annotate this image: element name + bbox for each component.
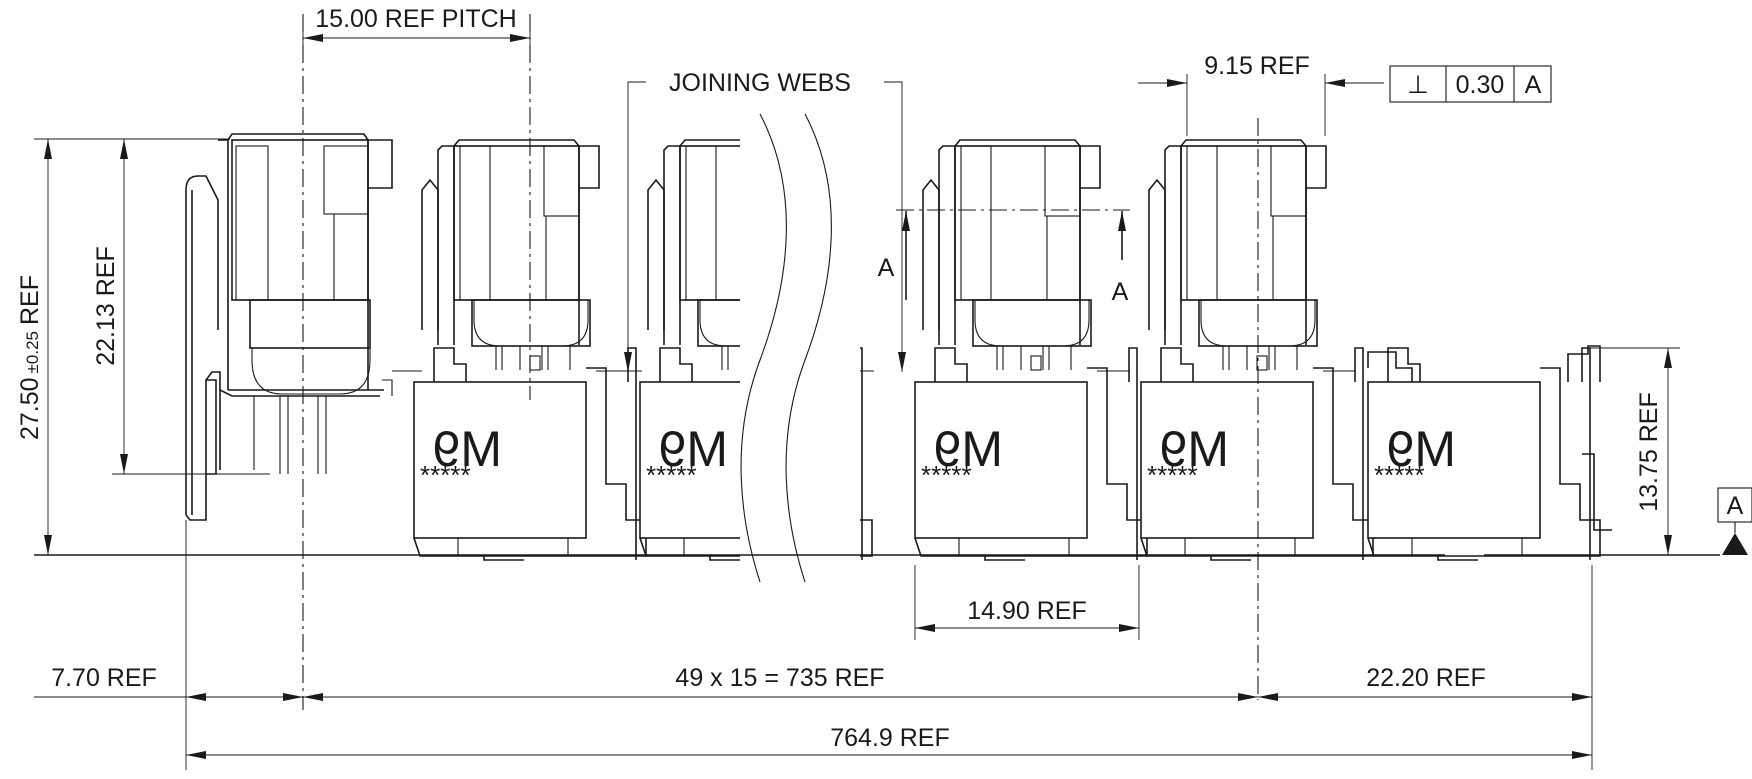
section-a-markers: A A [878, 211, 1129, 306]
dim-height-1375: 13.75 REF [1586, 347, 1680, 555]
dim-width-915: 9.15 REF [1138, 52, 1384, 136]
fcf-symbol: ⊥ [1407, 71, 1429, 99]
fcf-value: 0.30 [1456, 71, 1505, 99]
joining-webs-label: JOINING WEBS [669, 69, 851, 97]
dim-height-2213: 22.13 REF [92, 139, 270, 475]
dim-2220-label: 22.20 REF [1366, 664, 1486, 692]
dim-overall-height: 27.50±0.25REF [16, 138, 230, 555]
dim-770-label: 7.70 REF [51, 664, 157, 692]
datum-a-symbol: A [1717, 487, 1752, 555]
section-a-right-label: A [1112, 278, 1129, 306]
break-lines [740, 108, 860, 586]
datum-a-label: A [1727, 492, 1744, 520]
dim-width-1490: 14.90 REF [915, 597, 1139, 632]
feature-control-frame: ⊥ 0.30 A [1389, 65, 1552, 103]
module-4 [914, 139, 1148, 561]
left-end-module [185, 133, 393, 521]
dim-pitch-label: 15.00 REF PITCH [315, 5, 516, 33]
dim-915-label: 9.15 REF [1204, 52, 1310, 80]
module-5 [1140, 139, 1374, 561]
dim-overall-height-label: 27.50±0.25REF [16, 275, 44, 440]
joining-webs-callout: JOINING WEBS [624, 69, 906, 372]
dim-pitch: 15.00 REF PITCH [302, 5, 531, 60]
center-lines [302, 14, 1259, 710]
dim-pitch-total-label: 49 x 15 = 735 REF [675, 664, 884, 692]
section-a-left-label: A [878, 254, 895, 282]
dim-overall-length-label: 764.9 REF [830, 724, 950, 752]
extension-lines [185, 520, 1593, 770]
dim-2213-label: 22.13 REF [92, 246, 120, 366]
dim-chain: 7.70 REF 49 x 15 = 735 REF 22.20 REF [34, 664, 1592, 701]
dim-overall-length: 764.9 REF [186, 724, 1592, 759]
dim-1490-label: 14.90 REF [967, 597, 1087, 625]
dim-1375-label: 13.75 REF [1635, 392, 1663, 512]
fcf-datum: A [1525, 71, 1542, 99]
module-6-end [1367, 345, 1612, 561]
